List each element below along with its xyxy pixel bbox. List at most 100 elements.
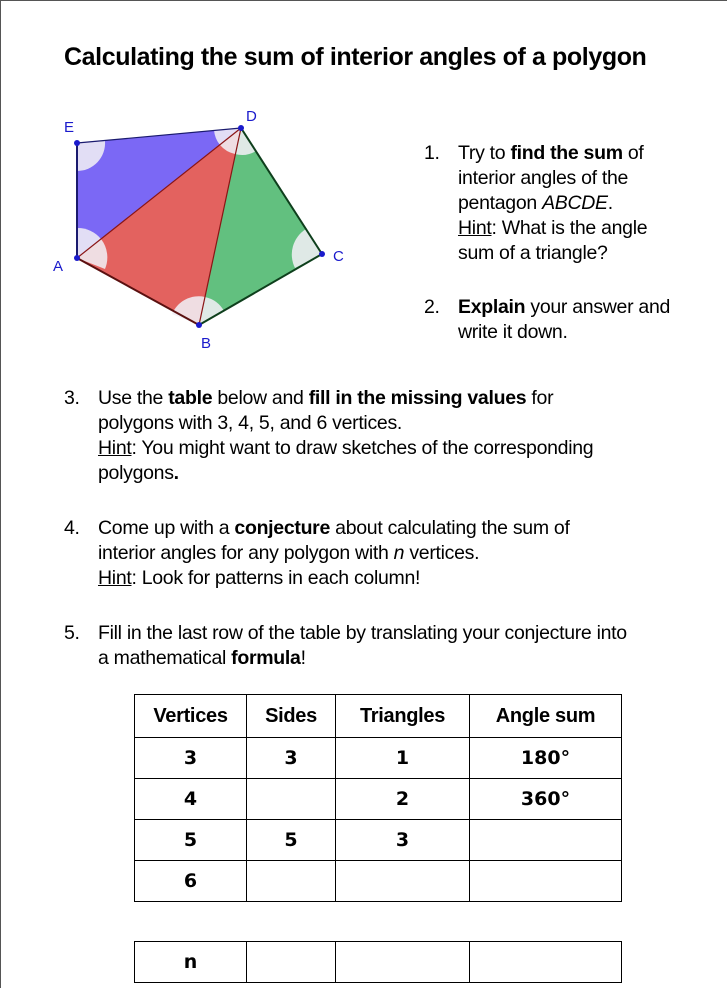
step-text: Come up with a bbox=[98, 517, 235, 539]
step-text: : Look for patterns in each column! bbox=[131, 567, 421, 589]
vertex-point-d bbox=[238, 125, 244, 131]
instruction-step-5: 5. Fill in the last row of the table by … bbox=[64, 621, 627, 671]
step-text: about calculating the sum of bbox=[330, 517, 570, 539]
step-text: for bbox=[526, 387, 554, 409]
page-title: Calculating the sum of interior angles o… bbox=[64, 43, 647, 71]
step-number: 1. bbox=[424, 142, 440, 164]
vertex-point-e bbox=[74, 140, 80, 146]
angle-mark-b-right bbox=[199, 297, 224, 325]
step-emphasis: find the sum bbox=[510, 142, 623, 164]
step-text: polygons with 3, 4, 5, and 6 vertices. bbox=[98, 412, 403, 434]
triangle-bcd bbox=[199, 128, 322, 325]
angle-marks bbox=[77, 128, 322, 325]
angle-mark-d-left bbox=[214, 128, 241, 145]
formula-cell-triangles[interactable] bbox=[335, 941, 470, 983]
diagonal-bd bbox=[198, 127, 242, 326]
step-text: vertices. bbox=[404, 542, 480, 564]
table-cell[interactable]: 360° bbox=[469, 778, 622, 820]
vertex-label-e: E bbox=[64, 119, 74, 136]
step-text: polygons bbox=[98, 462, 174, 484]
step-text: ! bbox=[300, 647, 306, 669]
hint-label: Hint bbox=[98, 437, 132, 459]
hint-label: Hint bbox=[98, 567, 132, 589]
angle-mark-b-left bbox=[172, 296, 205, 325]
table-row: 5 5 3 bbox=[134, 819, 622, 861]
edge-ed bbox=[76, 127, 242, 144]
table-cell[interactable]: 1 bbox=[335, 737, 470, 779]
table-cell[interactable] bbox=[246, 860, 336, 902]
step-emphasis: formula bbox=[231, 647, 301, 669]
step-number: 3. bbox=[64, 387, 80, 409]
table-cell[interactable] bbox=[335, 860, 470, 902]
formula-row: n bbox=[134, 941, 622, 983]
step-emphasis: conjecture bbox=[234, 517, 331, 539]
table-cell: 5 bbox=[134, 819, 247, 861]
step-text: Fill in the last row of the table by tra… bbox=[98, 622, 627, 644]
angle-mark-d-right bbox=[235, 128, 256, 155]
variable-n: n bbox=[393, 542, 405, 564]
step-text: Use the bbox=[98, 387, 169, 409]
table-cell[interactable] bbox=[246, 778, 336, 820]
vertex-label-c: C bbox=[333, 248, 344, 265]
step-text: Try to bbox=[458, 142, 511, 164]
diagonal-ad bbox=[76, 127, 242, 259]
column-header-triangles: Triangles bbox=[335, 694, 470, 738]
table-row: 3 3 1 180° bbox=[134, 737, 622, 779]
step-text: pentagon bbox=[458, 192, 543, 214]
step-text: : You might want to draw sketches of the… bbox=[131, 437, 594, 459]
angle-mark-e bbox=[77, 141, 106, 172]
table-cell: 4 bbox=[134, 778, 247, 820]
angle-mark-c bbox=[291, 229, 322, 268]
angle-mark-d-middle bbox=[220, 128, 241, 154]
instruction-step-1: 1. Try to find the sum of interior angle… bbox=[424, 141, 648, 266]
column-header-angle-sum: Angle sum bbox=[469, 694, 622, 738]
table-cell[interactable] bbox=[469, 860, 622, 902]
vertex-point-c bbox=[319, 251, 325, 257]
hint-label: Hint bbox=[458, 217, 492, 239]
table-cell[interactable]: 180° bbox=[469, 737, 622, 779]
vertex-label-b: B bbox=[201, 335, 211, 352]
table-row: 6 bbox=[134, 860, 622, 902]
step-number: 2. bbox=[424, 296, 440, 318]
table-cell: 6 bbox=[134, 860, 247, 902]
angle-mark-a-upper bbox=[77, 227, 101, 258]
step-text: write it down. bbox=[458, 321, 568, 343]
formula-cell-angle-sum[interactable] bbox=[469, 941, 622, 983]
vertex-label-d: D bbox=[246, 108, 257, 125]
step-text: interior angles of the bbox=[458, 167, 629, 189]
step-text: . bbox=[607, 192, 613, 214]
instruction-step-4: 4. Come up with a conjecture about calcu… bbox=[64, 516, 570, 591]
instruction-step-2: 2. Explain your answer and write it down… bbox=[424, 295, 670, 345]
formula-cell-sides[interactable] bbox=[246, 941, 336, 983]
instruction-step-3: 3. Use the table below and fill in the m… bbox=[64, 386, 594, 486]
table-cell[interactable]: 5 bbox=[246, 819, 336, 861]
table-cell[interactable]: 3 bbox=[335, 819, 470, 861]
table-cell: 3 bbox=[134, 737, 247, 779]
table-cell[interactable]: 3 bbox=[246, 737, 336, 779]
step-text: below and bbox=[212, 387, 309, 409]
step-text: a mathematical bbox=[98, 647, 232, 669]
pentagon-figure: E D A C B bbox=[53, 108, 344, 352]
step-emphasis: table bbox=[168, 387, 213, 409]
edge-cd bbox=[240, 127, 323, 255]
step-number: 5. bbox=[64, 622, 80, 644]
step-emphasis: fill in the missing values bbox=[308, 387, 527, 409]
column-header-sides: Sides bbox=[246, 694, 336, 738]
column-header-vertices: Vertices bbox=[134, 694, 247, 738]
step-text: sum of a triangle? bbox=[458, 242, 608, 264]
angle-mark-a-lower bbox=[77, 239, 108, 269]
table-header-row: Vertices Sides Triangles Angle sum bbox=[134, 694, 622, 738]
vertex-point-b bbox=[196, 322, 202, 328]
step-text: of bbox=[622, 142, 644, 164]
formula-cell-vertices: n bbox=[134, 941, 247, 983]
step-text: : What is the angle bbox=[491, 217, 648, 239]
table-cell[interactable] bbox=[469, 819, 622, 861]
triangle-abd bbox=[77, 128, 241, 325]
vertex-label-a: A bbox=[53, 258, 63, 275]
step-emphasis: . bbox=[173, 462, 179, 484]
table-row: 4 2 360° bbox=[134, 778, 622, 820]
vertex-point-a bbox=[74, 255, 80, 261]
step-emphasis: Explain bbox=[458, 296, 526, 318]
table-cell[interactable]: 2 bbox=[335, 778, 470, 820]
angle-sum-table: Vertices Sides Triangles Angle sum 3 3 1… bbox=[134, 694, 622, 902]
